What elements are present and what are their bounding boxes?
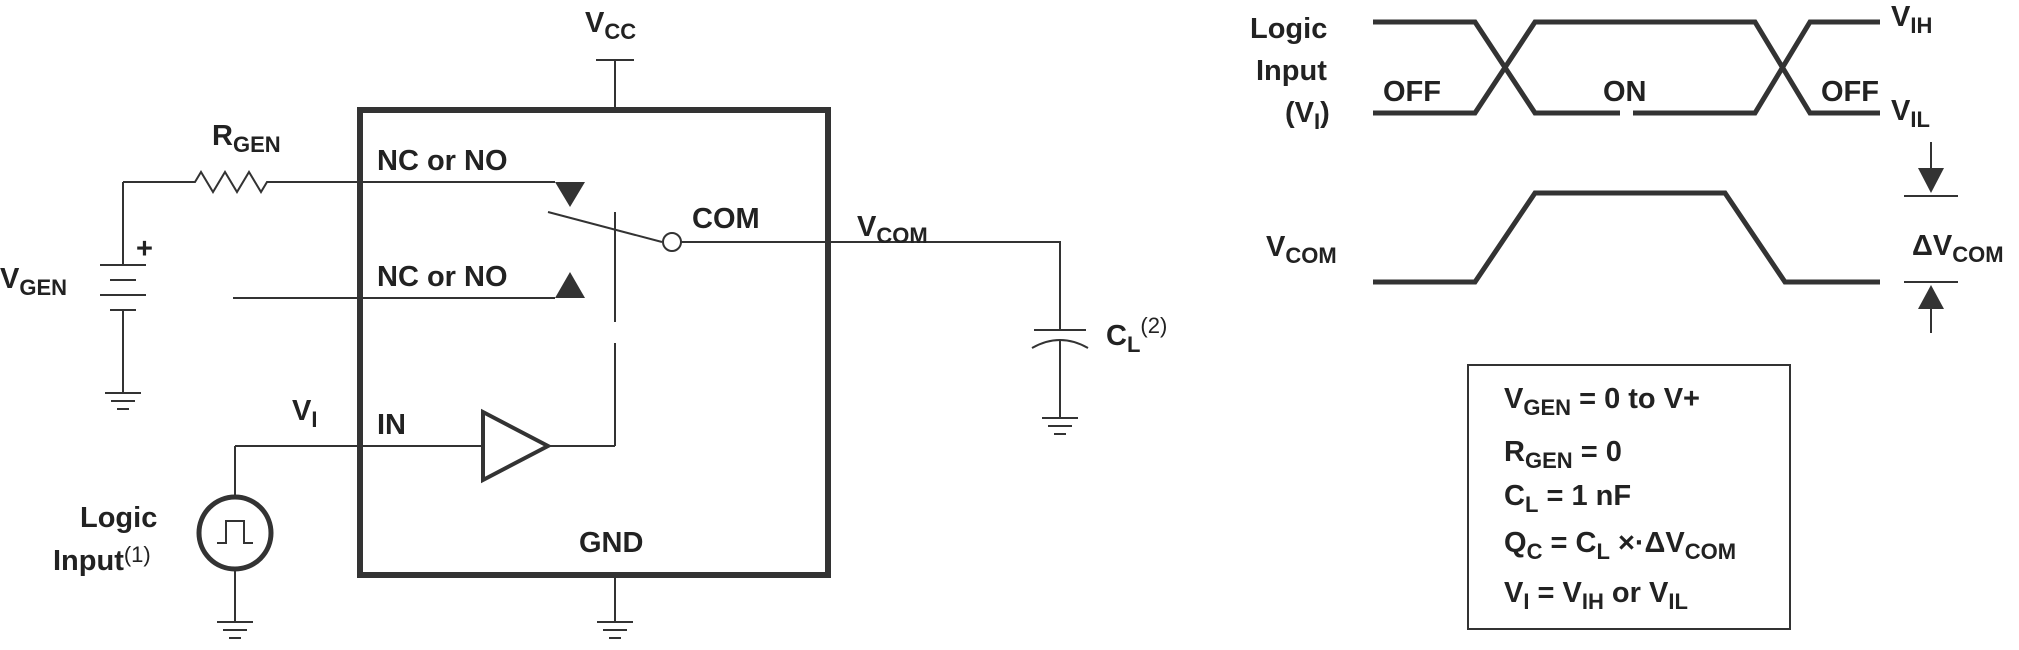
- delta-bottom-arrowhead: [1918, 285, 1944, 309]
- cap-ground-symbol: [1042, 417, 1078, 435]
- switch-blade: [547, 211, 663, 243]
- logic-input-label-line1: Logic: [80, 502, 157, 534]
- com-node: [662, 232, 682, 252]
- com-label: COM: [692, 203, 760, 235]
- source-ground-symbol: [217, 621, 253, 639]
- logic-input-label-line2: Input(1): [53, 542, 151, 577]
- vcom-waveform: [1373, 190, 1880, 285]
- in-label: IN: [377, 409, 406, 441]
- vih-label: VIH: [1891, 1, 1932, 38]
- off-right-label: OFF: [1821, 76, 1879, 108]
- vil-label: VIL: [1891, 95, 1930, 132]
- timing-logic-input-line3: (VI): [1285, 97, 1330, 134]
- vgen-label: VGEN: [0, 263, 67, 300]
- pulse-icon: [217, 520, 253, 544]
- condition-vgen: VGEN = 0 to V+: [1504, 383, 1700, 420]
- nc-no-top-contact-arrow: [555, 182, 585, 207]
- nc-no-bottom-label: NC or NO: [377, 261, 508, 293]
- off-left-label: OFF: [1383, 76, 1441, 108]
- vcom-label: VCOM: [857, 211, 928, 248]
- input-buffer-triangle: [481, 408, 553, 484]
- vcom-wire: [681, 241, 1061, 330]
- ic-package-box: [357, 107, 831, 578]
- timing-diagram: Logic Input (VI) OFF ON OFF VIH VIL VCOM…: [1250, 1, 2004, 333]
- conditions-border: [1467, 364, 1791, 630]
- nc-no-top-label: NC or NO: [377, 145, 508, 177]
- rgen-resistor: [123, 170, 555, 194]
- ic-ground-symbol: [597, 621, 633, 639]
- delta-top-arrowhead: [1918, 168, 1944, 193]
- condition-vi: VI = VIH or VIL: [1504, 577, 1688, 614]
- vcc-label: VCC: [585, 7, 636, 44]
- battery-plus-sign: +: [136, 233, 153, 265]
- nc-no-bottom-contact-arrow: [555, 272, 585, 298]
- timing-logic-input-line1: Logic: [1250, 13, 1327, 45]
- logic-wave-on-low-to-high: [1633, 19, 1880, 116]
- condition-cl: CL = 1 nF: [1504, 480, 1631, 517]
- timing-logic-input-line2: Input: [1256, 55, 1327, 87]
- logic-wave-low: [1373, 19, 1880, 116]
- conditions-box: VGEN = 0 to V+ RGEN = 0 CL = 1 nF QC = C…: [1467, 364, 1791, 630]
- gnd-label: GND: [579, 527, 643, 559]
- test-circuit: VCC + VGEN RGEN NC or NO NC or NO COM VC: [0, 7, 1167, 639]
- delta-vcom-label: ΔVCOM: [1912, 230, 2004, 267]
- timing-vcom-label: VCOM: [1266, 231, 1337, 268]
- vi-label: VI: [292, 395, 317, 432]
- on-label: ON: [1603, 76, 1647, 108]
- cl-label: CL(2): [1106, 313, 1167, 357]
- vgen-ground-symbol: [105, 392, 141, 410]
- condition-rgen: RGEN = 0: [1504, 436, 1622, 473]
- cap-bottom-plate: [1031, 339, 1089, 349]
- condition-qc: QC = CL ×·ΔVCOM: [1504, 527, 1736, 564]
- rgen-label: RGEN: [212, 120, 281, 157]
- logic-source-circle: [196, 494, 274, 572]
